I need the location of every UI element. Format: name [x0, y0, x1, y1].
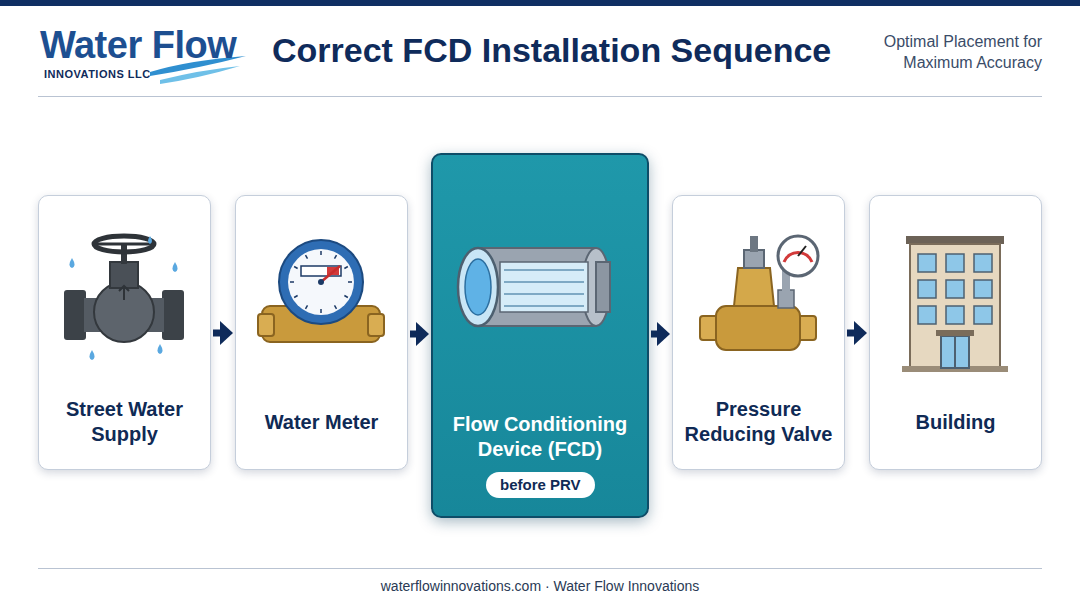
dial-tick	[306, 255, 308, 258]
building-icon	[902, 236, 1008, 372]
node-label: Water Meter	[246, 410, 397, 435]
dial-tick	[344, 267, 347, 269]
tagline: Optimal Placement for Maximum Accuracy	[847, 32, 1042, 74]
window	[918, 306, 936, 324]
logo-subtitle: INNOVATIONS LLC	[44, 68, 151, 80]
process-box: Street Water Supply	[38, 195, 211, 470]
divider-line	[38, 568, 1042, 569]
tag-text: before PRV	[500, 476, 581, 494]
node-label: Street Water Supply	[49, 397, 200, 447]
window	[974, 254, 992, 272]
vane	[504, 293, 584, 295]
flow-arrow	[847, 321, 867, 345]
node-label-wrap: Flow Conditioning Device (FCD)	[443, 412, 637, 462]
dial-tick	[344, 296, 347, 298]
dial-tick	[348, 281, 352, 283]
divider-line	[38, 96, 1042, 97]
node-label-wrap: Water Meter	[246, 410, 397, 435]
flow-conditioner-icon	[458, 248, 610, 326]
arrow-head	[854, 321, 867, 345]
top-bar	[0, 0, 1080, 6]
node-label: Flow Conditioning Device (FCD)	[443, 412, 637, 462]
window	[974, 280, 992, 298]
process-box: Pressure Reducing Valve	[672, 195, 845, 470]
arrow-head	[416, 322, 429, 346]
arrow-shaft	[847, 330, 855, 337]
window	[918, 280, 936, 298]
dial-tick	[290, 281, 294, 283]
dial-tick	[335, 305, 337, 308]
node-label-wrap: Building	[880, 410, 1031, 435]
dial-tick	[294, 296, 297, 298]
window	[946, 306, 964, 324]
flow-arrow	[651, 322, 670, 346]
window	[946, 254, 964, 272]
window	[974, 306, 992, 324]
dial-tick	[320, 251, 322, 255]
process-box: Water Meter	[235, 195, 408, 470]
process-box: Building	[869, 195, 1042, 470]
dial-tick	[320, 309, 322, 313]
tag-pill: before PRV	[486, 472, 595, 498]
arrow-head	[220, 321, 233, 345]
gate-valve-icon	[64, 236, 184, 360]
water-meter-icon	[258, 240, 384, 342]
flow-arrow	[410, 322, 429, 346]
dial-tick	[306, 305, 308, 308]
wave	[160, 66, 240, 84]
node-label-wrap: Pressure Reducing Valve	[683, 397, 834, 447]
pressure-reducing-valve-icon	[700, 236, 818, 350]
footer-caption: waterflowinnovations.com · Water Flow In…	[0, 578, 1080, 594]
window	[946, 280, 964, 298]
dial-tick	[294, 267, 297, 269]
diagram-title: Correct FCD Installation Sequence	[272, 31, 842, 70]
arrow-shaft	[651, 331, 658, 338]
vane	[504, 305, 584, 307]
arrow-shaft	[410, 331, 417, 338]
node-label: Building	[880, 410, 1031, 435]
dial-tick	[335, 255, 337, 258]
node-label: Pressure Reducing Valve	[683, 397, 834, 447]
window	[918, 254, 936, 272]
vane	[504, 269, 584, 271]
logo-wordmark: Water Flow	[40, 24, 236, 67]
highlight-box: Flow Conditioning Device (FCD) before PRV	[431, 153, 649, 518]
arrow-head	[657, 322, 670, 346]
arrow-shaft	[213, 330, 221, 337]
node-label-wrap: Street Water Supply	[49, 397, 200, 447]
vane	[504, 281, 584, 283]
flow-arrow	[213, 321, 233, 345]
